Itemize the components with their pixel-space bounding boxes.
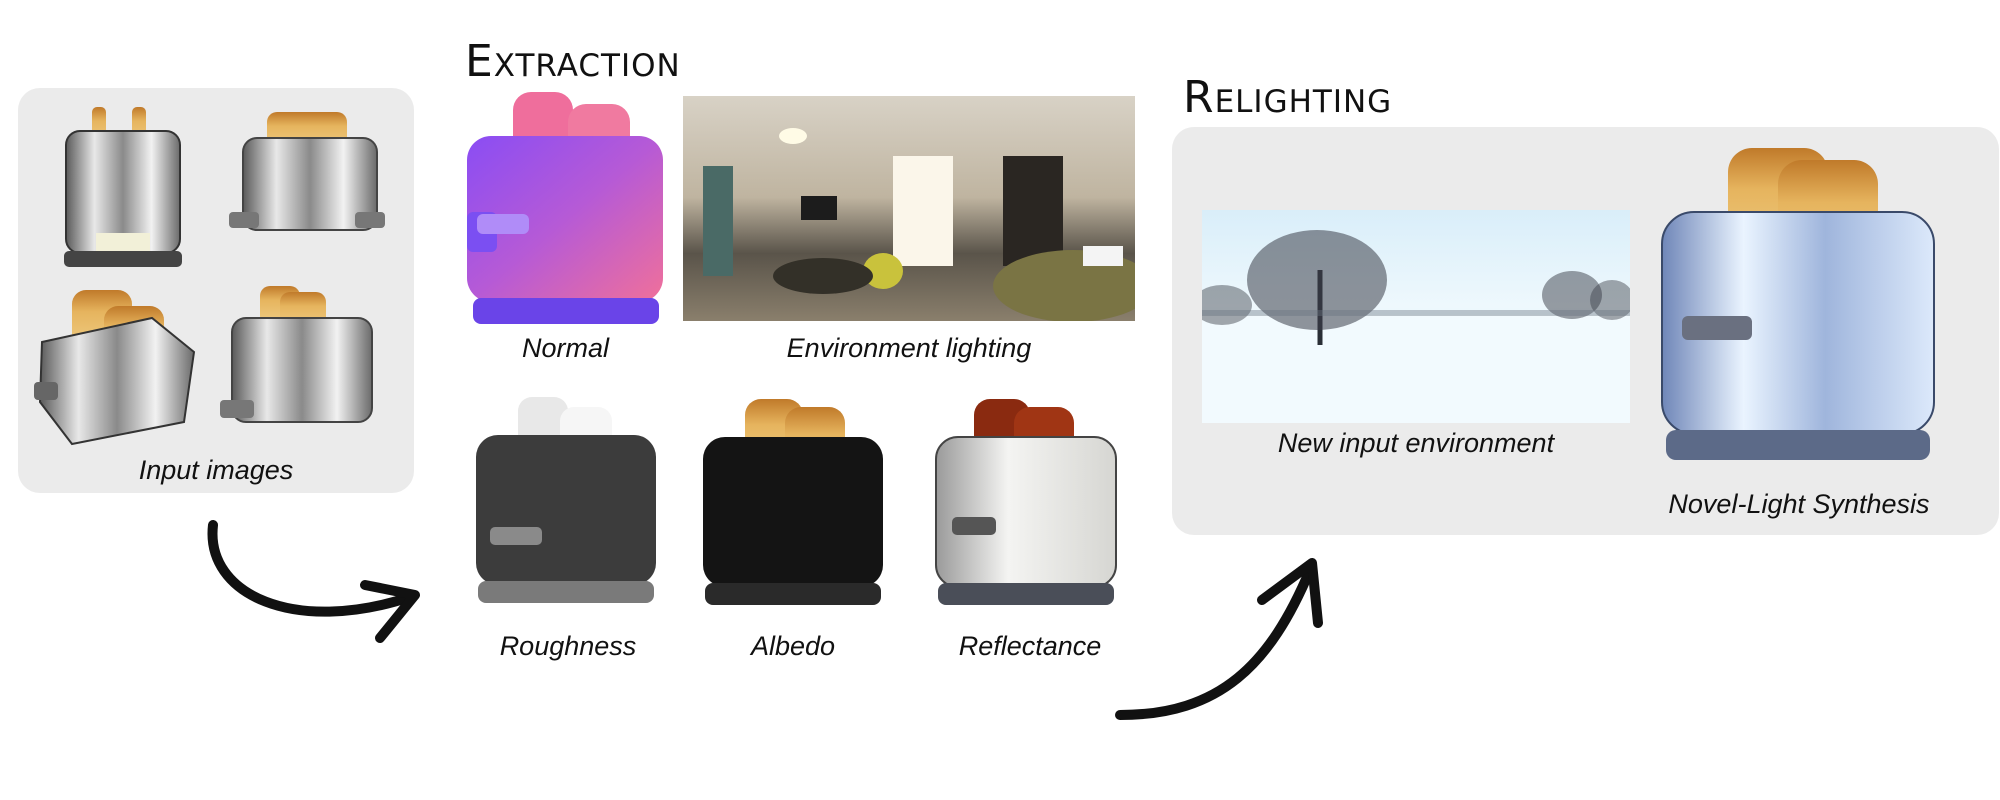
novel-light-synthesis-image bbox=[1658, 140, 1940, 465]
novel-light-synthesis-label: Novel-Light Synthesis bbox=[1668, 489, 1930, 519]
reflectance-image bbox=[930, 397, 1122, 612]
new-input-environment-label: New input environment bbox=[1277, 428, 1555, 458]
albedo-image bbox=[697, 397, 889, 612]
input-images-label: Input images bbox=[138, 455, 294, 485]
reflectance-label: Reflectance bbox=[958, 631, 1102, 661]
environment-lighting-image bbox=[683, 96, 1135, 321]
flow-arrow-1 bbox=[195, 515, 430, 655]
roughness-label: Roughness bbox=[499, 631, 637, 661]
normal-label: Normal bbox=[521, 333, 609, 363]
input-image-toaster-2 bbox=[225, 108, 390, 248]
roughness-image bbox=[470, 395, 662, 610]
flow-arrow-2 bbox=[1110, 545, 1335, 730]
input-image-toaster-1 bbox=[58, 105, 188, 275]
input-image-toaster-3 bbox=[32, 282, 202, 450]
relighting-heading: Relighting bbox=[1183, 72, 1393, 123]
extraction-heading: Extraction bbox=[465, 36, 681, 87]
new-input-environment-image bbox=[1202, 210, 1630, 423]
environment-lighting-label: Environment lighting bbox=[786, 333, 1032, 363]
albedo-label: Albedo bbox=[750, 631, 836, 661]
normal-map-image bbox=[463, 92, 668, 330]
input-image-toaster-4 bbox=[218, 282, 386, 442]
